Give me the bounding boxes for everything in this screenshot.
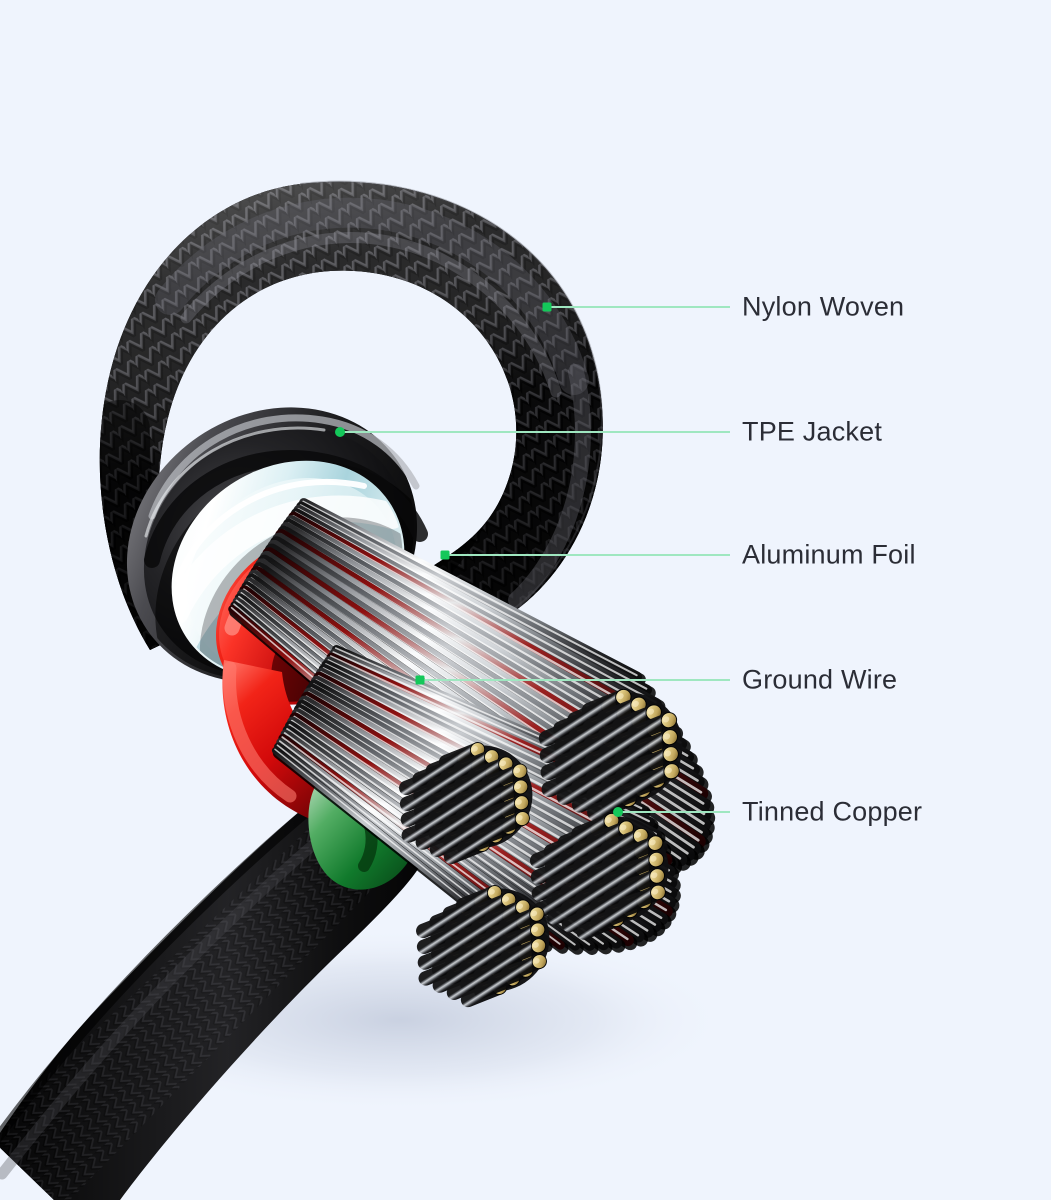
marker-nylon-woven <box>542 302 552 312</box>
marker-tinned-copper <box>613 807 623 817</box>
callout-label-tpe-jacket: TPE Jacket <box>742 416 883 447</box>
callout-label-aluminum-foil: Aluminum Foil <box>742 539 916 570</box>
callout-leaders <box>335 302 730 817</box>
callout-label-nylon-woven: Nylon Woven <box>742 291 905 322</box>
bundle-mid-right <box>529 812 669 940</box>
bundle-upper-right <box>538 688 683 821</box>
bundle-lower-left <box>416 885 550 1008</box>
marker-aluminum-foil <box>440 550 450 560</box>
cable-tail-braid <box>0 770 420 1200</box>
callout-label-tinned-copper: Tinned Copper <box>742 796 923 827</box>
marker-ground-wire <box>415 675 425 685</box>
marker-tpe-jacket <box>335 427 345 437</box>
bundle-mid-left <box>399 742 533 865</box>
callout-label-ground-wire: Ground Wire <box>742 664 898 695</box>
tinned-copper-bundles <box>399 688 683 1008</box>
